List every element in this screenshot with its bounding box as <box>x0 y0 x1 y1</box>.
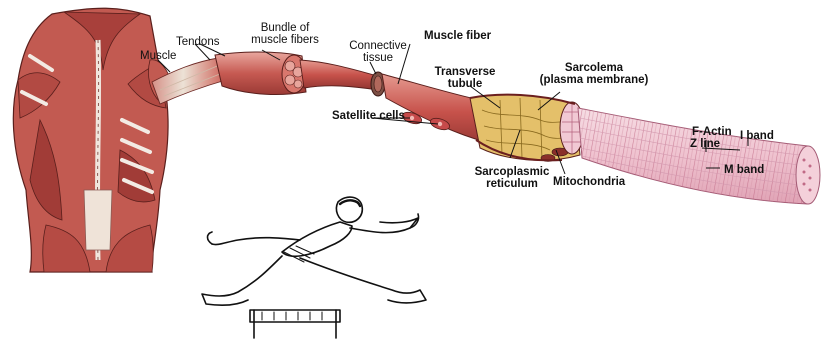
label-connective-line-1: Connective <box>348 40 408 52</box>
label-satellite-cells: Satellite cells <box>332 110 405 122</box>
fiber-cross-section <box>470 95 584 162</box>
label-sarcolema: Sarcolema (plasma membrane) <box>532 62 656 86</box>
label-sarcolema-line-1: Sarcolema <box>532 62 656 74</box>
label-transverse-tubule: Transverse tubule <box>430 66 500 90</box>
myofibril-striated <box>578 108 820 204</box>
hurdler-sketch <box>202 197 426 338</box>
label-muscle-fiber: Muscle fiber <box>424 30 491 42</box>
label-bundle-line-2: muscle fibers <box>248 34 322 46</box>
label-m-band: M band <box>724 164 764 176</box>
label-f-actin: F-Actin <box>692 126 732 138</box>
label-i-band: I band <box>740 130 774 142</box>
label-sarcolema-line-2: (plasma membrane) <box>532 74 656 86</box>
label-z-line: Z line <box>690 138 720 150</box>
label-mitochondria: Mitochondria <box>553 176 625 188</box>
label-tendons: Tendons <box>176 36 219 48</box>
label-sarcoplasmic-reticulum: Sarcoplasmic reticulum <box>470 166 554 190</box>
label-transverse-line-1: Transverse <box>430 66 500 78</box>
back-muscles-torso <box>13 8 172 272</box>
label-sarcoplasmic-line-2: reticulum <box>470 178 554 190</box>
label-connective-line-2: tissue <box>348 52 408 64</box>
label-bundle-line-1: Bundle of <box>248 22 322 34</box>
label-muscle: Muscle <box>140 50 176 62</box>
label-bundle-of-muscle-fibers: Bundle of muscle fibers <box>248 22 322 46</box>
label-connective-tissue: Connective tissue <box>348 40 408 64</box>
label-sarcoplasmic-line-1: Sarcoplasmic <box>470 166 554 178</box>
label-transverse-line-2: tubule <box>430 78 500 90</box>
